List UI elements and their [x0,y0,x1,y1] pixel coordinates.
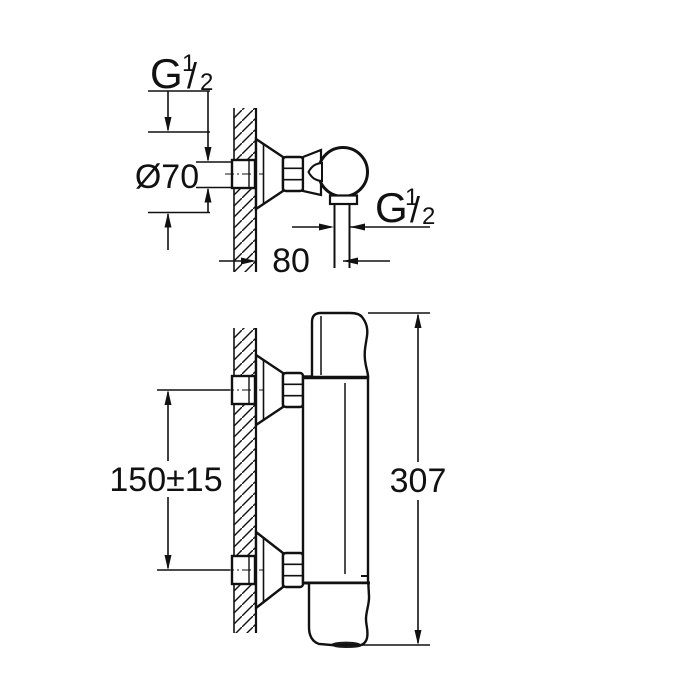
overall-height-label: 307 [390,462,447,500]
mixer-body [301,375,370,585]
dimension-connection-spacing [157,389,230,571]
wall-thread-label-numerator: 1 [182,50,195,77]
handle-pointer [307,161,323,183]
hex-nut [281,155,305,193]
top-knob [310,311,370,379]
dimension-hose-thread [292,223,430,231]
hose-outlet [328,194,359,268]
wall-thread-label-denominator: 2 [200,69,213,96]
dimension-80-label: 80 [272,242,310,280]
hex-nut [281,371,305,409]
dimension-80 [219,257,390,265]
hose-thread-label-denominator: 2 [422,203,435,230]
wall-hatch [233,328,258,633]
wall-thread-label-letter: G [150,50,183,97]
wall-thread-fitting [225,158,263,190]
hose-thread-label-letter: G [375,184,408,231]
wall-thread-label-slash: / [187,55,197,96]
hose-thread-label-slash: / [410,189,420,230]
bottom-view: 150±15 307 [109,311,447,648]
upper-union [225,352,305,428]
lower-union [225,529,305,611]
escutcheon-diameter-label: Ø70 [135,158,199,196]
wall-hatch [233,108,258,272]
top-view: G 1 / 2 Ø70 G 1 / 2 80 [135,50,435,280]
connection-spacing-label: 150±15 [109,461,222,499]
thermostat-handle [317,146,369,198]
dimension-wall-thread [148,90,233,213]
bottom-cap [307,581,371,648]
dimension-escutcheon-diameter [148,91,210,250]
hose-thread-label-numerator: 1 [405,184,418,211]
dimension-overall-height [330,312,430,646]
hex-nut [281,551,305,589]
